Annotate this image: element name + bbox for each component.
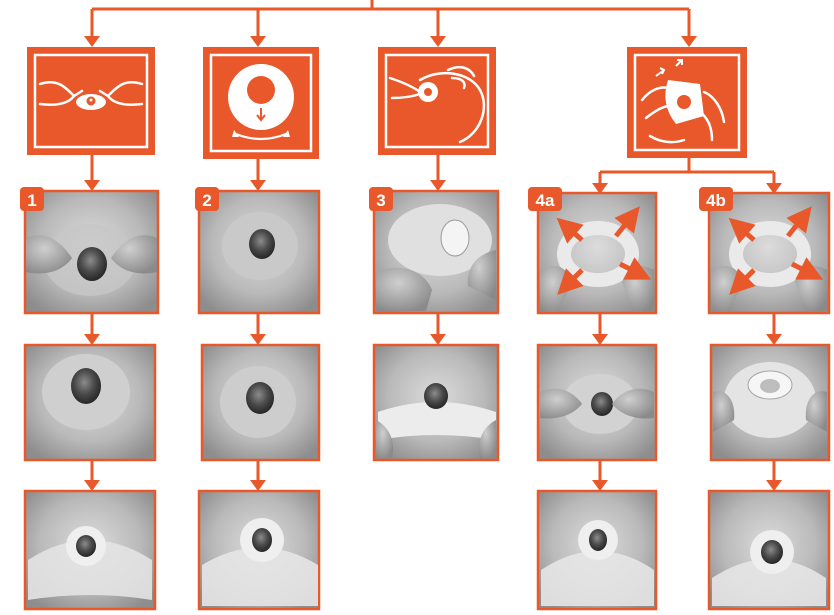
photo-3-2	[374, 345, 498, 460]
arrowhead	[430, 36, 446, 47]
top-down-connectors	[92, 9, 689, 38]
photo-4b-2	[711, 345, 829, 460]
arrowhead	[766, 480, 782, 491]
step-label-4a: 4a	[528, 187, 562, 211]
arrowhead	[250, 180, 266, 191]
arrowhead	[250, 36, 266, 47]
step-label-2: 2	[195, 187, 219, 211]
arrowhead	[681, 36, 697, 47]
hands-pressing-barrier-icon	[27, 47, 155, 155]
arrowhead	[84, 334, 100, 345]
svg-text:1: 1	[27, 191, 36, 210]
svg-text:4b: 4b	[706, 191, 726, 210]
svg-text:3: 3	[376, 191, 385, 210]
photo-4a-2	[538, 345, 656, 460]
step-label-4b: 4b	[699, 187, 733, 211]
photo-2-3	[199, 491, 319, 609]
arrowhead	[84, 180, 100, 191]
arrowhead	[766, 334, 782, 345]
svg-text:4a: 4a	[536, 191, 555, 210]
ring-with-arrows-icon	[203, 47, 319, 159]
step-label-1: 1	[20, 187, 44, 211]
arrowhead	[84, 480, 100, 491]
step-label-3: 3	[369, 187, 393, 211]
top-bus-line	[92, 0, 689, 9]
photo-4b-3	[709, 491, 829, 609]
photo-1-1	[25, 191, 158, 313]
arrowhead	[430, 334, 446, 345]
arrowhead	[592, 334, 608, 345]
arrowhead	[250, 480, 266, 491]
photo-1-3	[25, 491, 155, 609]
svg-text:2: 2	[202, 191, 211, 210]
photo-1-2	[25, 345, 155, 460]
arrowhead	[250, 334, 266, 345]
arrowhead	[592, 480, 608, 491]
arrowhead	[430, 180, 446, 191]
arrowhead	[84, 36, 100, 47]
photo-2-2	[202, 345, 319, 460]
hands-stretching-ring-icon	[627, 47, 747, 158]
photo-3-1	[374, 191, 498, 313]
photo-4a-3	[538, 491, 656, 609]
ring-on-pouch-flange-icon	[378, 47, 496, 155]
